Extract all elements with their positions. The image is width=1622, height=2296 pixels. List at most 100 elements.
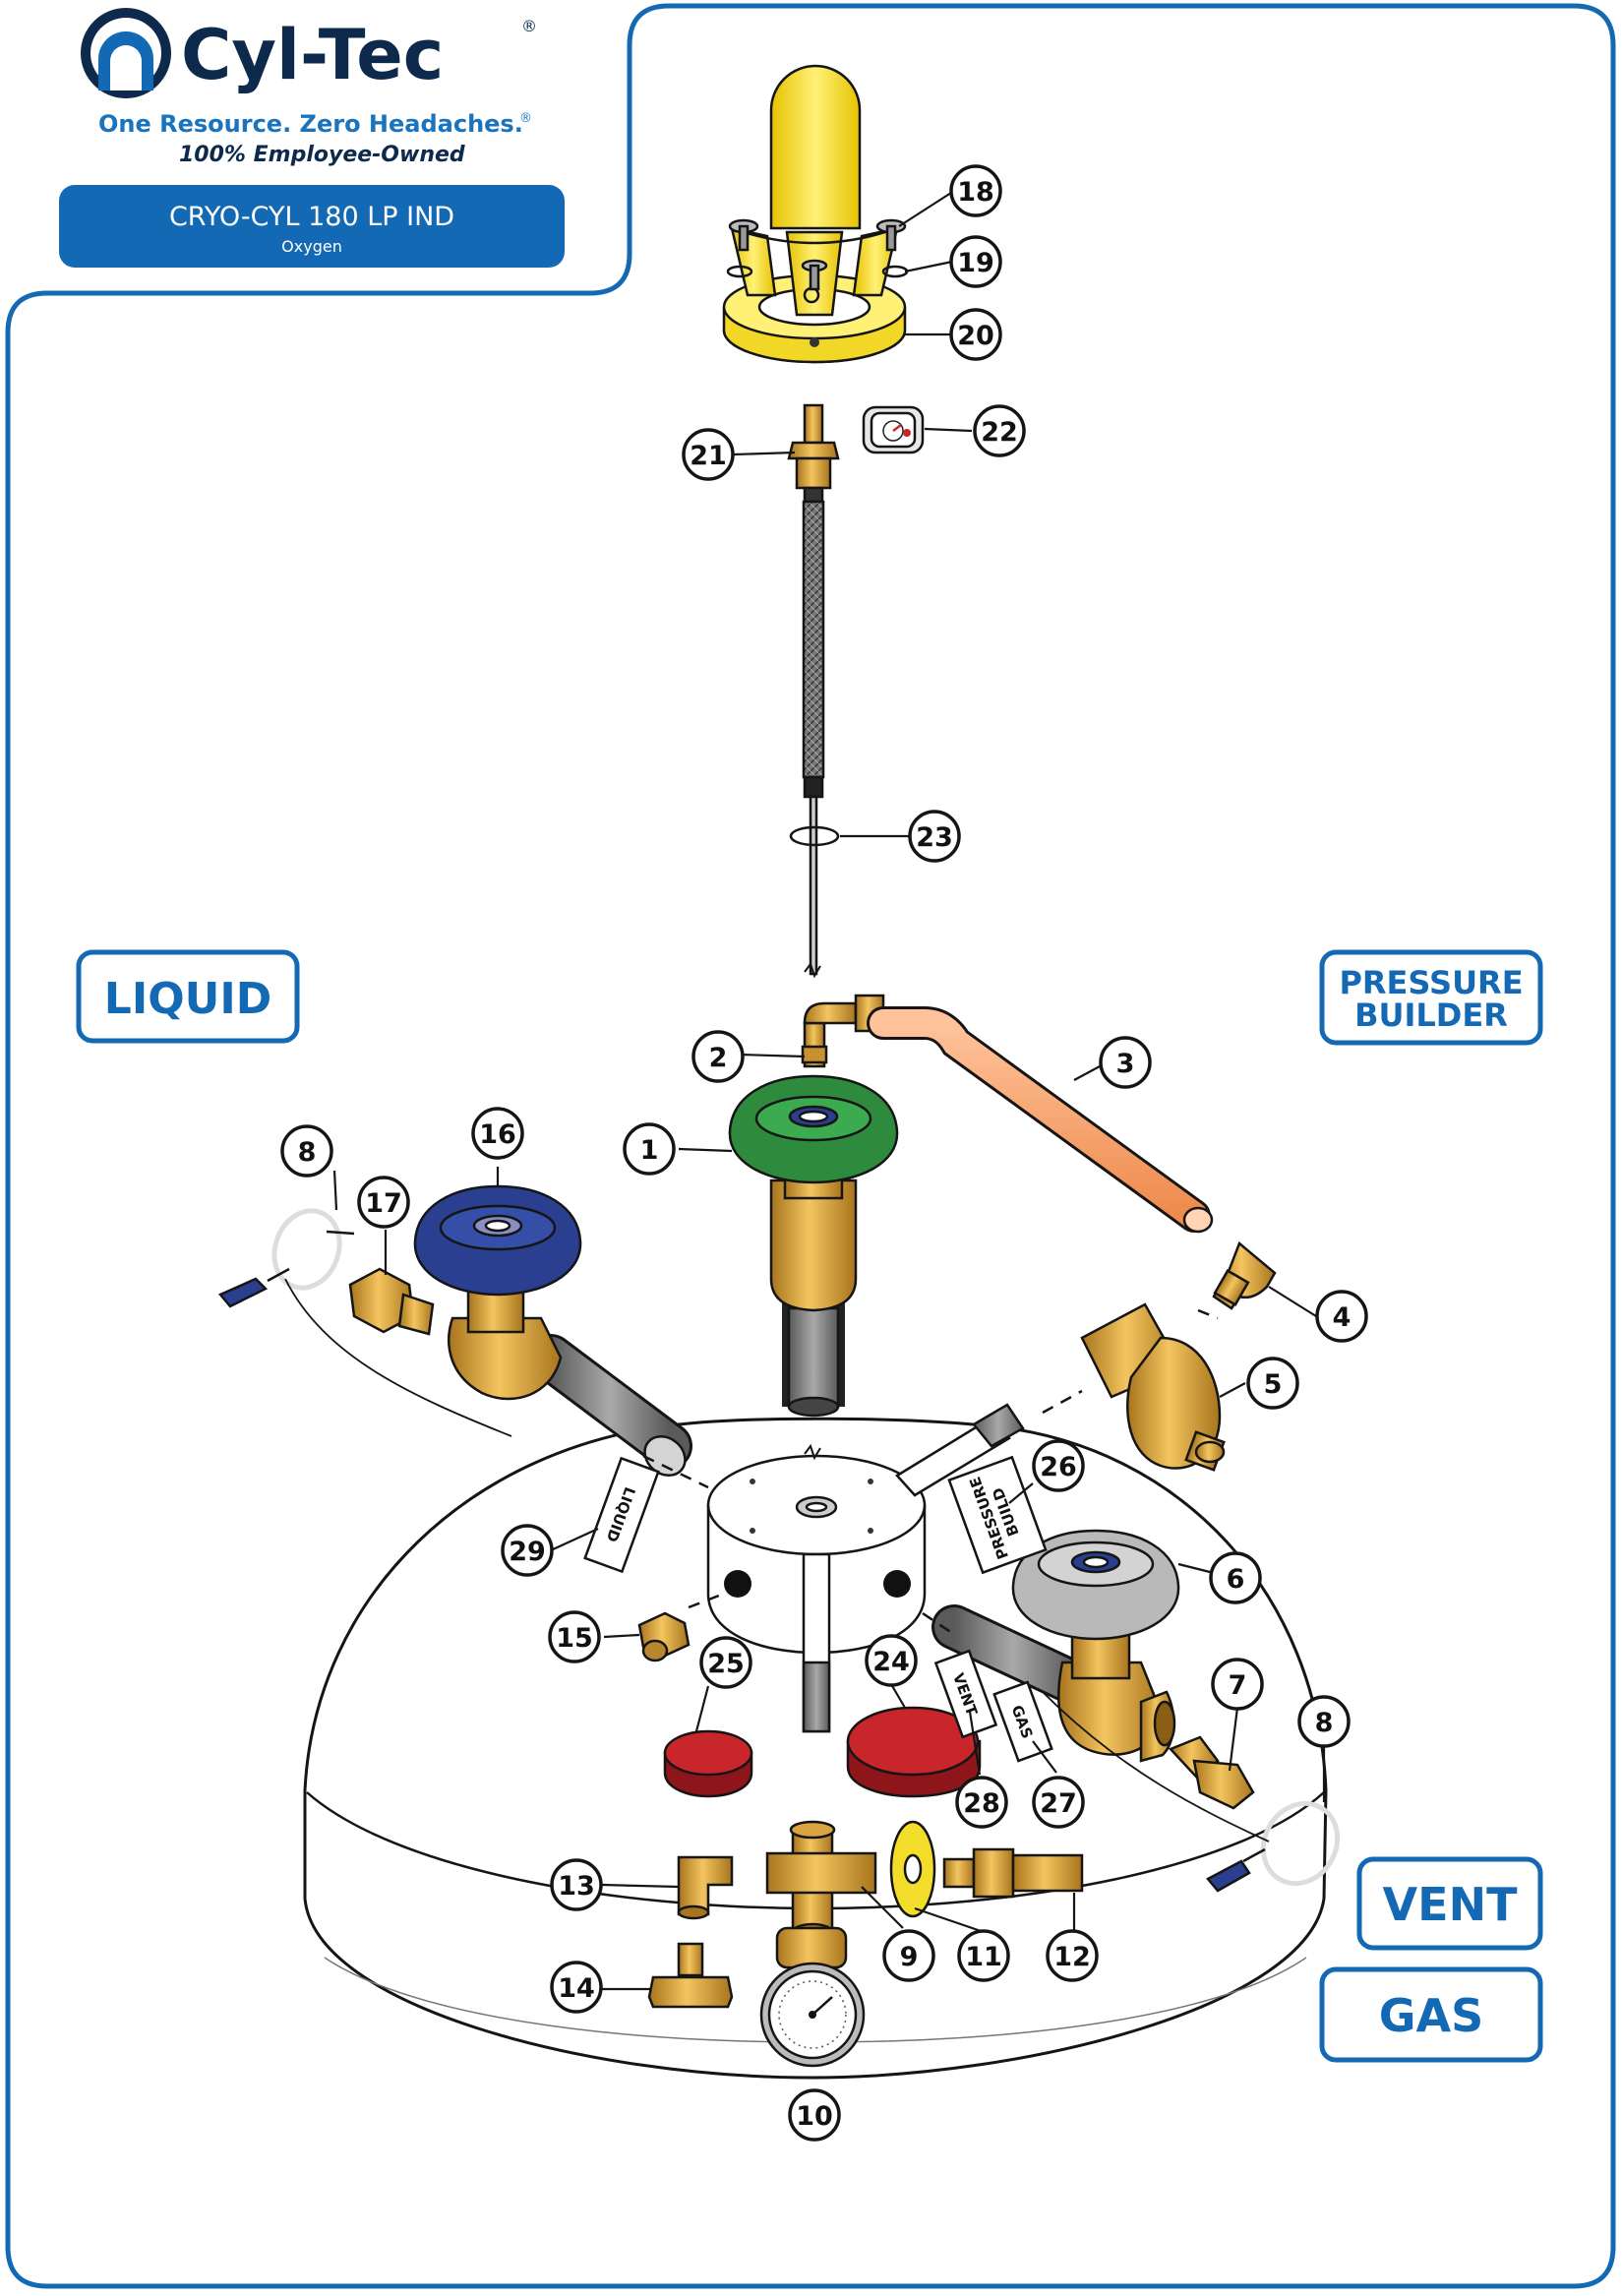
- part-21-probe-fitting: [787, 403, 840, 504]
- part-7-fitting: [1168, 1735, 1255, 1810]
- part-2-elbow: [801, 994, 885, 1068]
- part-17-fitting: [348, 1267, 435, 1336]
- probe-break-mark: [804, 961, 821, 979]
- part-vent-valve-tube: [931, 1604, 1095, 1705]
- callout-circle-10: [788, 2088, 841, 2142]
- callout-circle-17: [357, 1176, 410, 1229]
- callout-circle-18: [949, 164, 1002, 217]
- callout-number-24: 24: [872, 1647, 910, 1677]
- brand-name: Cyl-Tec: [181, 15, 444, 95]
- pressure-builder-label-line2: BUILDER: [1354, 997, 1508, 1034]
- vent-label: VENT: [1383, 1878, 1519, 1931]
- callout-number-15: 15: [556, 1623, 593, 1654]
- callout-number-29: 29: [509, 1537, 546, 1567]
- callout-number-28: 28: [963, 1788, 1000, 1819]
- part-8-tether-ring-right: [1042, 1691, 1341, 1893]
- callout-number-5: 5: [1264, 1369, 1283, 1400]
- vent-label-box: [1356, 1856, 1543, 1951]
- assembly-dashed-lines: [642, 1308, 1219, 1635]
- part-4-elbow: [1212, 1240, 1277, 1310]
- callout-circle-7: [1211, 1658, 1264, 1711]
- callout-number-14: 14: [558, 1973, 595, 2004]
- callout-number-26: 26: [1040, 1452, 1077, 1482]
- part-8-tether-ring: [217, 1208, 512, 1437]
- manifold-block: [706, 1403, 1025, 1733]
- liquid-label-box: [76, 949, 300, 1044]
- part-24-cap: [846, 1706, 982, 1798]
- callout-number-9: 9: [900, 1942, 919, 1972]
- callout-circle-8: [1297, 1695, 1351, 1748]
- callout-circle-4: [1315, 1290, 1368, 1343]
- callout-circle-9: [882, 1929, 935, 1982]
- callout-number-3: 3: [1116, 1049, 1135, 1079]
- callout-number-13: 13: [558, 1871, 595, 1902]
- callout-circle-29: [501, 1524, 554, 1577]
- part-3-copper-tube: [867, 1006, 1214, 1234]
- part-probe-braided-tube: [802, 500, 825, 779]
- part-liquid-valve-outlet-tube: [527, 1334, 692, 1478]
- callout-circle-8: [280, 1124, 333, 1178]
- callout-number-16: 16: [479, 1119, 516, 1150]
- callout-number-22: 22: [981, 417, 1018, 448]
- callout-number-1: 1: [640, 1135, 659, 1166]
- tag-pressure-build: PRESSURE BUILD: [947, 1455, 1048, 1575]
- liquid-label: LIQUID: [104, 974, 271, 1024]
- part-5-relief-valve: [1080, 1302, 1226, 1472]
- part-15-plug: [637, 1611, 691, 1662]
- callout-circle-21: [682, 428, 735, 481]
- part-20-guard-base: [722, 226, 907, 364]
- part-probe-rod: [809, 795, 818, 976]
- callout-circle-1: [623, 1122, 676, 1176]
- part-22-level-gauge: [862, 405, 925, 454]
- manifold-break-mark: [804, 1443, 821, 1461]
- callout-circle-5: [1246, 1357, 1299, 1410]
- model-gas: Oxygen: [281, 237, 342, 256]
- pressure-builder-label-line1: PRESSURE: [1339, 964, 1523, 1001]
- callout-circle-27: [1032, 1776, 1085, 1829]
- callout-circle-22: [973, 404, 1026, 457]
- part-23-o-ring: [789, 825, 840, 847]
- callout-number-8: 8: [298, 1137, 317, 1168]
- model-box: [59, 185, 565, 268]
- callout-circle-20: [949, 308, 1002, 361]
- callout-number-11: 11: [965, 1942, 1002, 1972]
- callout-number-7: 7: [1229, 1670, 1247, 1701]
- callout-circle-19: [949, 235, 1002, 288]
- part-18-screw: [728, 218, 907, 291]
- callout-number-6: 6: [1227, 1564, 1245, 1595]
- callout-circle-25: [699, 1636, 752, 1689]
- model-title: CRYO-CYL 180 LP IND: [169, 202, 454, 232]
- callout-circle-26: [1032, 1439, 1085, 1492]
- part-guard-cover: [769, 64, 862, 230]
- callout-number-12: 12: [1053, 1942, 1091, 1972]
- callout-leaders: [332, 190, 1326, 1991]
- callout-circle-16: [471, 1107, 524, 1160]
- gas-label: GAS: [1379, 1989, 1484, 2042]
- part-16-liquid-valve: [413, 1184, 582, 1401]
- callout-circle-14: [550, 1961, 603, 2014]
- callout-number-17: 17: [365, 1188, 402, 1219]
- callout-number-27: 27: [1040, 1788, 1077, 1819]
- tag-liquid: LIQUID: [583, 1456, 660, 1574]
- callout-circle-12: [1046, 1929, 1099, 1982]
- callout-number-25: 25: [707, 1649, 745, 1679]
- callout-circle-24: [865, 1634, 918, 1687]
- part-10-pressure-gauge: [759, 1926, 866, 2068]
- tag-vent: VENT: [933, 1649, 998, 1739]
- part-6-vent-valve: [1011, 1529, 1180, 1763]
- callout-number-18: 18: [957, 177, 994, 208]
- callout-number-20: 20: [957, 321, 994, 351]
- callout-circle-23: [908, 810, 961, 863]
- brand-tagline: One Resource. Zero Headaches.: [98, 110, 523, 138]
- callout-number-19: 19: [957, 248, 994, 278]
- part-probe-tip: [803, 775, 824, 799]
- callout-number-8: 8: [1315, 1708, 1334, 1738]
- callout-circle-2: [691, 1030, 745, 1083]
- part-13-elbow: [677, 1855, 734, 1920]
- callout-number-21: 21: [690, 441, 727, 471]
- callout-number-2: 2: [709, 1043, 728, 1073]
- callout-circle-28: [955, 1776, 1008, 1829]
- callout-circle-13: [550, 1858, 603, 1911]
